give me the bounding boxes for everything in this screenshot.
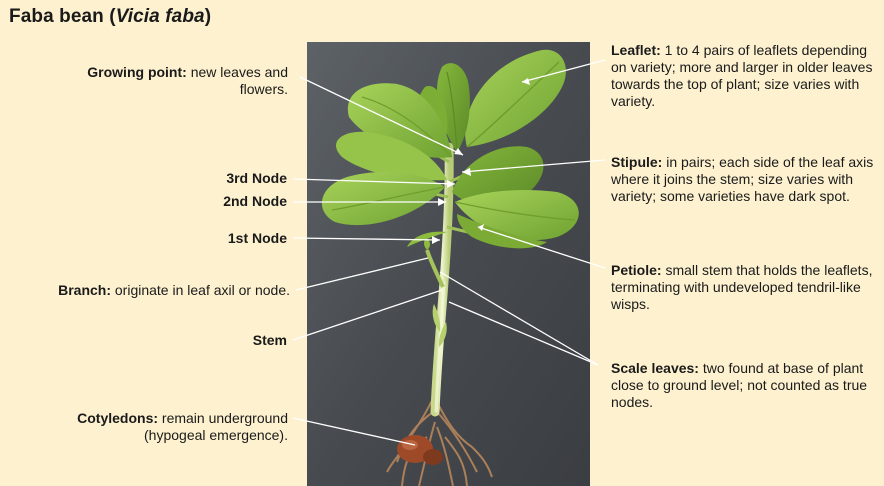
scientific-name: Vicia faba bbox=[116, 6, 205, 27]
label-growing-point: Growing point: new leaves and flowers. bbox=[40, 64, 288, 98]
term-stem: Stem bbox=[253, 332, 287, 348]
label-first-node: 1st Node bbox=[150, 230, 287, 247]
desc-cotyledons: remain underground (hypogeal emergence). bbox=[144, 410, 288, 443]
term-third-node: 3rd Node bbox=[226, 170, 287, 186]
term-leaflet: Leaflet: bbox=[611, 42, 661, 58]
term-scale-leaves: Scale leaves: bbox=[611, 360, 699, 376]
desc-growing-point: new leaves and flowers. bbox=[187, 64, 288, 97]
label-third-node: 3rd Node bbox=[150, 170, 287, 187]
diagram-title: Faba bean (Vicia faba) bbox=[9, 6, 211, 28]
term-first-node: 1st Node bbox=[228, 230, 287, 246]
term-stipule: Stipule: bbox=[611, 154, 662, 170]
label-leaflet: Leaflet: 1 to 4 pairs of leaflets depend… bbox=[611, 42, 881, 110]
label-second-node: 2nd Node bbox=[150, 193, 287, 210]
desc-branch: originate in leaf axil or node. bbox=[111, 282, 290, 298]
term-growing-point: Growing point: bbox=[87, 64, 187, 80]
label-petiole: Petiole: small stem that holds the leafl… bbox=[611, 262, 881, 313]
term-petiole: Petiole: bbox=[611, 262, 662, 278]
label-cotyledons: Cotyledons: remain underground (hypogeal… bbox=[30, 410, 288, 444]
term-branch: Branch: bbox=[58, 282, 111, 298]
label-branch: Branch: originate in leaf axil or node. bbox=[8, 282, 290, 299]
faba-bean-plant-photo bbox=[307, 42, 590, 486]
label-scale-leaves: Scale leaves: two found at base of plant… bbox=[611, 360, 881, 411]
label-stipule: Stipule: in pairs; each side of the leaf… bbox=[611, 154, 881, 205]
term-second-node: 2nd Node bbox=[223, 193, 287, 209]
term-cotyledons: Cotyledons: bbox=[77, 410, 158, 426]
label-stem: Stem bbox=[150, 332, 287, 349]
